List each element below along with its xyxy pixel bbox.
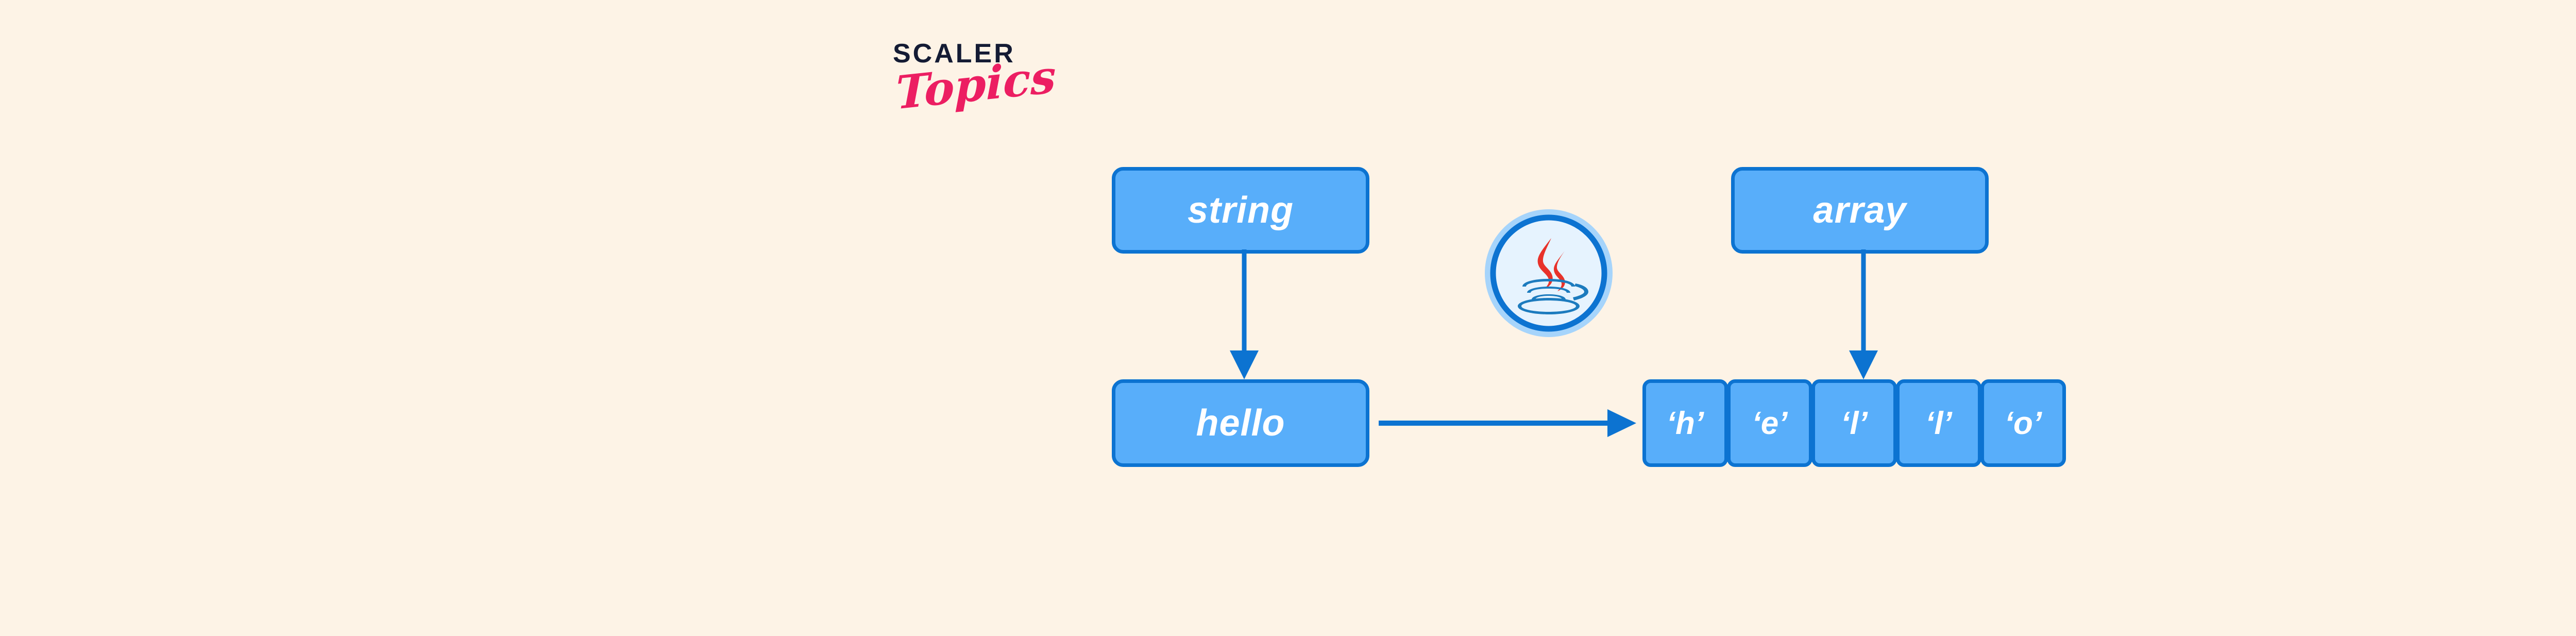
char-array-row: ‘h’ ‘e’ ‘l’ ‘l’ ‘o’ <box>1642 379 2066 467</box>
node-array[interactable]: array <box>1731 167 1989 254</box>
char-cell-1-label: ‘e’ <box>1752 405 1788 441</box>
scaler-topics-logo: SCALER Topics <box>893 40 1063 138</box>
node-string[interactable]: string <box>1112 167 1369 254</box>
node-string-label: string <box>1187 190 1294 231</box>
logo-scaler-wordmark: SCALER <box>893 39 1015 69</box>
char-cell-1[interactable]: ‘e’ <box>1727 379 1812 467</box>
arrow-string-to-hello-icon <box>1230 249 1259 379</box>
char-cell-4[interactable]: ‘o’ <box>1980 379 2066 467</box>
char-cell-0[interactable]: ‘h’ <box>1642 379 1728 467</box>
char-cell-2[interactable]: ‘l’ <box>1811 379 1897 467</box>
char-cell-4-label: ‘o’ <box>2004 405 2042 441</box>
arrow-hello-to-char-array-icon <box>1379 409 1636 437</box>
char-cell-0-label: ‘h’ <box>1666 405 1704 441</box>
arrow-array-to-char-array-icon <box>1849 249 1878 379</box>
char-cell-2-label: ‘l’ <box>1841 405 1868 441</box>
java-logo-icon <box>1485 209 1613 337</box>
char-cell-3-label: ‘l’ <box>1925 405 1952 441</box>
node-string-value-hello[interactable]: hello <box>1112 379 1369 467</box>
node-array-label: array <box>1813 190 1907 231</box>
node-hello-label: hello <box>1196 403 1285 444</box>
char-cell-3[interactable]: ‘l’ <box>1896 379 1981 467</box>
